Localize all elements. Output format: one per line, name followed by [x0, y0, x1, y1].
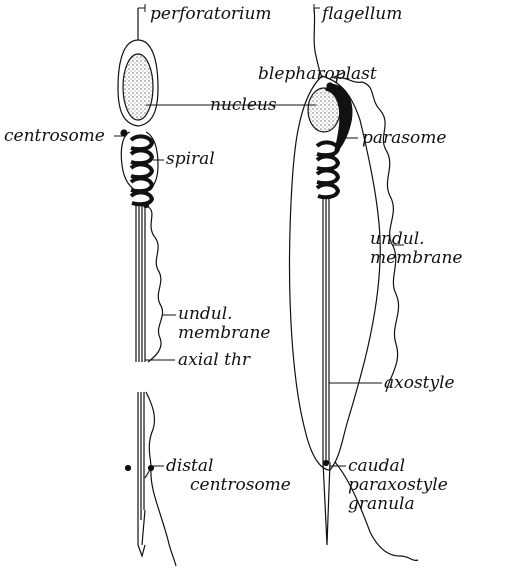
label-undul-right-line2: membrane	[370, 249, 462, 268]
distal-centrosome-dot-a	[126, 466, 131, 471]
label-spiral: spiral	[166, 151, 215, 168]
label-undul-left-line1: undul.	[178, 305, 270, 324]
caudal-granula-dot	[324, 461, 329, 466]
label-nucleus: nucleus	[210, 97, 277, 114]
label-blepharoplast: blepharoplast	[258, 66, 377, 83]
label-distal-line1: distal	[166, 457, 291, 476]
label-undul-left-line2: membrane	[178, 324, 270, 343]
label-caudal-line1: caudal	[348, 457, 448, 476]
left-nucleus	[123, 54, 153, 120]
label-centrosome: centrosome	[4, 128, 105, 145]
label-undul-membrane-left: undul. membrane	[178, 305, 270, 343]
label-caudal-line3: granula	[348, 495, 448, 514]
label-distal-line2: centrosome	[190, 476, 291, 495]
label-flagellum: flagellum	[322, 6, 402, 23]
label-axostyle: axostyle	[384, 375, 455, 392]
label-perforatorium: perforatorium	[150, 6, 272, 23]
label-caudal-paraxostyle-granula: caudal paraxostyle granula	[348, 457, 448, 514]
label-axial-thr: axial thr	[178, 352, 250, 369]
label-distal-centrosome: distal centrosome	[166, 457, 291, 495]
label-caudal-line2: paraxostyle	[348, 476, 448, 495]
label-undul-membrane-right: undul. membrane	[370, 230, 462, 268]
label-undul-right-line1: undul.	[370, 230, 462, 249]
label-parasome: parasome	[362, 130, 446, 147]
